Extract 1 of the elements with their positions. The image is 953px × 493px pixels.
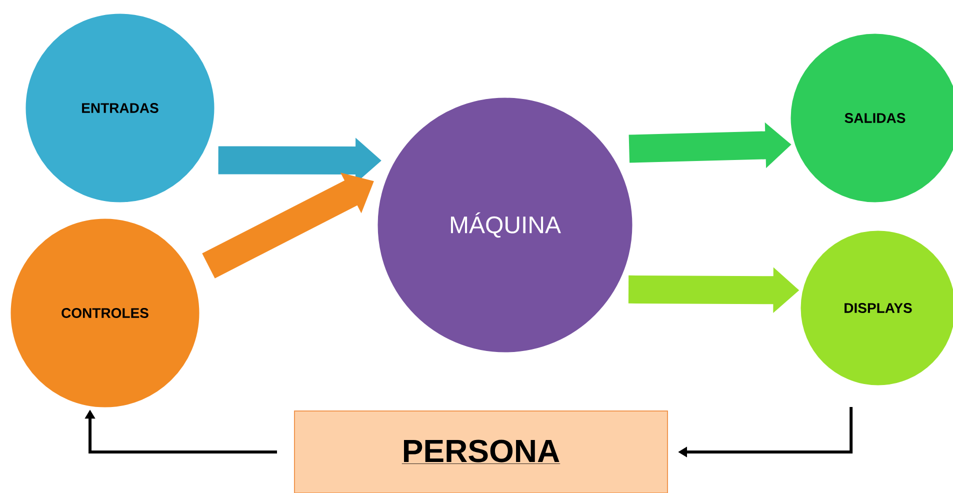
person-box: PERSONA <box>294 410 668 493</box>
